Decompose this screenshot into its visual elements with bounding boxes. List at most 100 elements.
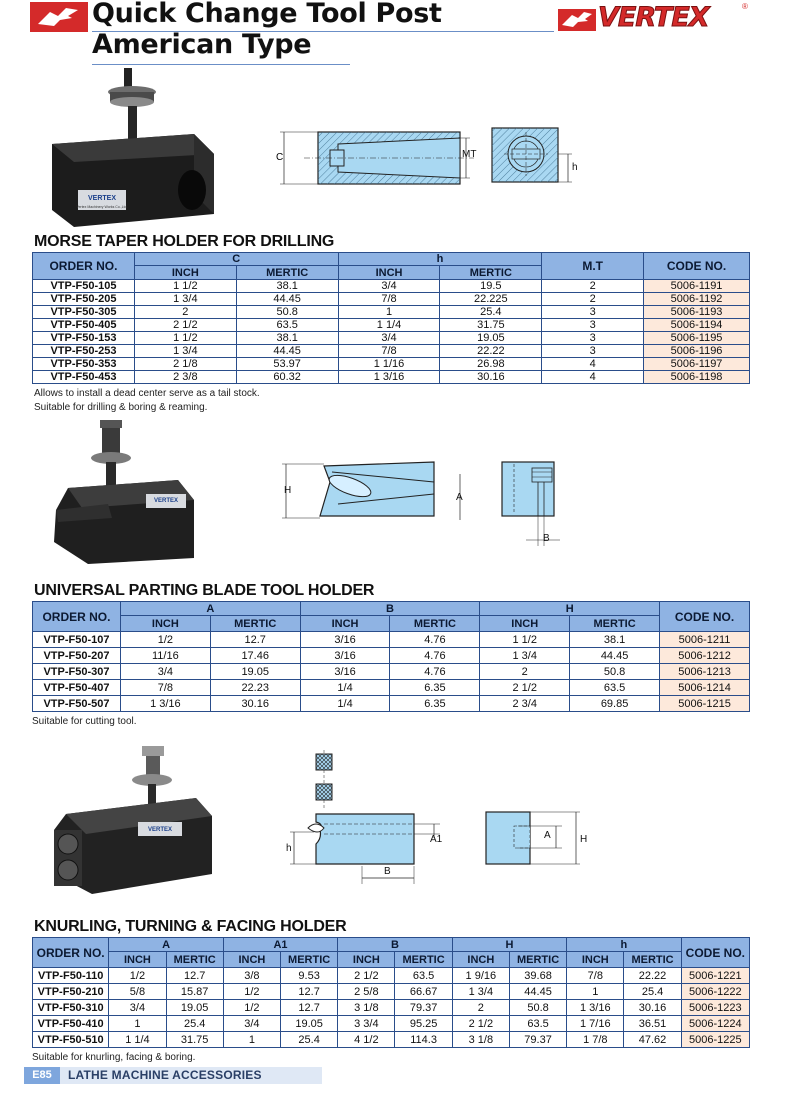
value-cell: 19.05 [209, 663, 301, 680]
value-cell: 66.67 [394, 983, 453, 1000]
value-cell: 63.5 [569, 679, 661, 696]
morse-taper-holder-photo: VERTEX Vertex Machinery Works Co.,Ltd. [52, 68, 214, 227]
order-number-cell: VTP-F50-105 [32, 279, 135, 293]
label-c: C [276, 152, 283, 163]
code-number-cell: 5006-1213 [659, 663, 750, 680]
parting-blade-note-1: Suitable for cutting tool. [32, 716, 137, 727]
brand-mark-logo [30, 2, 88, 32]
value-cell: 44.45 [569, 647, 661, 664]
p-header-a: A [119, 601, 301, 616]
value-cell: 25.4 [623, 983, 682, 1000]
value-cell: 50.8 [569, 663, 661, 680]
code-number-cell: 5006-1194 [643, 318, 750, 332]
value-cell: 22.225 [439, 292, 543, 306]
value-cell: 2 3/4 [479, 695, 571, 712]
eagle-icon [38, 8, 78, 26]
k-header-a: A [108, 937, 224, 952]
value-cell: 7/8 [337, 292, 441, 306]
value-cell: 19.05 [439, 331, 543, 345]
photo2-brand-plate: VERTEX [154, 498, 178, 504]
order-number-cell: VTP-F50-407 [32, 679, 121, 696]
code-number-cell: 5006-1225 [680, 1031, 751, 1048]
value-cell: 2 [541, 292, 645, 306]
value-cell: 3 [541, 331, 645, 345]
parting-blade-table: ORDER NO. A B H CODE NO. INCH MERTIC INC… [32, 601, 750, 712]
header-h-metric: MERTIC [439, 265, 543, 280]
value-cell: 7/8 [566, 967, 625, 984]
value-cell: 1 3/4 [479, 647, 571, 664]
p-header-a-metric: MERTIC [209, 615, 301, 632]
header-c: C [133, 252, 339, 266]
value-cell: 50.8 [508, 999, 568, 1016]
value-cell: 3 [541, 344, 645, 358]
value-cell: 31.75 [439, 318, 543, 332]
value-cell: 4.76 [389, 631, 481, 648]
value-cell: 4.76 [389, 647, 481, 664]
order-number-cell: VTP-F50-207 [32, 647, 121, 664]
value-cell: 1/4 [299, 679, 391, 696]
k-header-h: H [451, 937, 568, 952]
value-cell: 1 1/2 [133, 279, 237, 293]
value-cell: 69.85 [569, 695, 661, 712]
value-cell: 44.45 [235, 292, 339, 306]
order-number-cell: VTP-F50-305 [32, 305, 135, 319]
value-cell: 53.97 [235, 357, 339, 371]
value-cell: 63.5 [235, 318, 339, 332]
k-header-code-no: CODE NO. [680, 937, 751, 968]
header-c-metric: MERTIC [235, 265, 339, 280]
morse-taper-note-2: Suitable for drilling & boring & reaming… [34, 402, 208, 413]
code-number-cell: 5006-1221 [680, 967, 751, 984]
code-number-cell: 5006-1215 [659, 695, 750, 712]
value-cell: 3 [541, 318, 645, 332]
value-cell: 3/4 [337, 279, 441, 293]
k-header-a1-metric: MERTIC [280, 951, 339, 968]
label-h-3: H [580, 834, 588, 845]
vertex-wordmark: VERTEX [598, 2, 711, 34]
order-number-cell: VTP-F50-410 [31, 1015, 110, 1032]
code-number-cell: 5006-1211 [659, 631, 750, 648]
vertex-logo: VERTEX ® [558, 2, 748, 34]
morse-taper-side-diagram: C [276, 131, 474, 185]
value-cell: 1/2 [108, 967, 167, 984]
value-cell: 3/8 [222, 967, 282, 984]
value-cell: 1 3/16 [119, 695, 211, 712]
header-order-no: ORDER NO. [32, 252, 135, 280]
value-cell: 1 1/4 [108, 1031, 167, 1048]
value-cell: 63.5 [394, 967, 453, 984]
code-number-cell: 5006-1195 [643, 331, 750, 345]
knurling-side-diagram [290, 813, 440, 884]
value-cell: 39.68 [508, 967, 568, 984]
value-cell: 22.22 [439, 344, 543, 358]
value-cell: 2 [479, 663, 571, 680]
order-number-cell: VTP-F50-453 [32, 370, 135, 384]
k-header-a1-inch: INCH [222, 951, 282, 968]
value-cell: 3 1/8 [451, 1031, 510, 1048]
header-h-inch: INCH [337, 265, 441, 280]
value-cell: 3/16 [299, 663, 391, 680]
value-cell: 2 1/2 [451, 1015, 510, 1032]
value-cell: 2 1/2 [479, 679, 571, 696]
value-cell: 50.8 [235, 305, 339, 319]
k-header-order-no: ORDER NO. [31, 937, 110, 968]
value-cell: 3 1/8 [337, 999, 396, 1016]
value-cell: 1/4 [299, 695, 391, 712]
value-cell: 30.16 [623, 999, 682, 1016]
label-a-3: A [544, 830, 551, 841]
value-cell: 44.45 [235, 344, 339, 358]
value-cell: 95.25 [394, 1015, 453, 1032]
value-cell: 38.1 [569, 631, 661, 648]
value-cell: 17.46 [209, 647, 301, 664]
value-cell: 1 1/2 [133, 331, 237, 345]
value-cell: 79.37 [508, 1031, 568, 1048]
title-underline-1 [92, 31, 554, 32]
morse-taper-table: ORDER NO. C h M.T CODE NO. INCH MERTIC I… [32, 252, 750, 384]
knurling-table: ORDER NO. A A1 B H h CODE NO. INCH MERTI… [31, 937, 751, 1048]
order-number-cell: VTP-F50-353 [32, 357, 135, 371]
knurling-holder-photo: VERTEX [54, 746, 212, 894]
code-number-cell: 5006-1197 [643, 357, 750, 371]
